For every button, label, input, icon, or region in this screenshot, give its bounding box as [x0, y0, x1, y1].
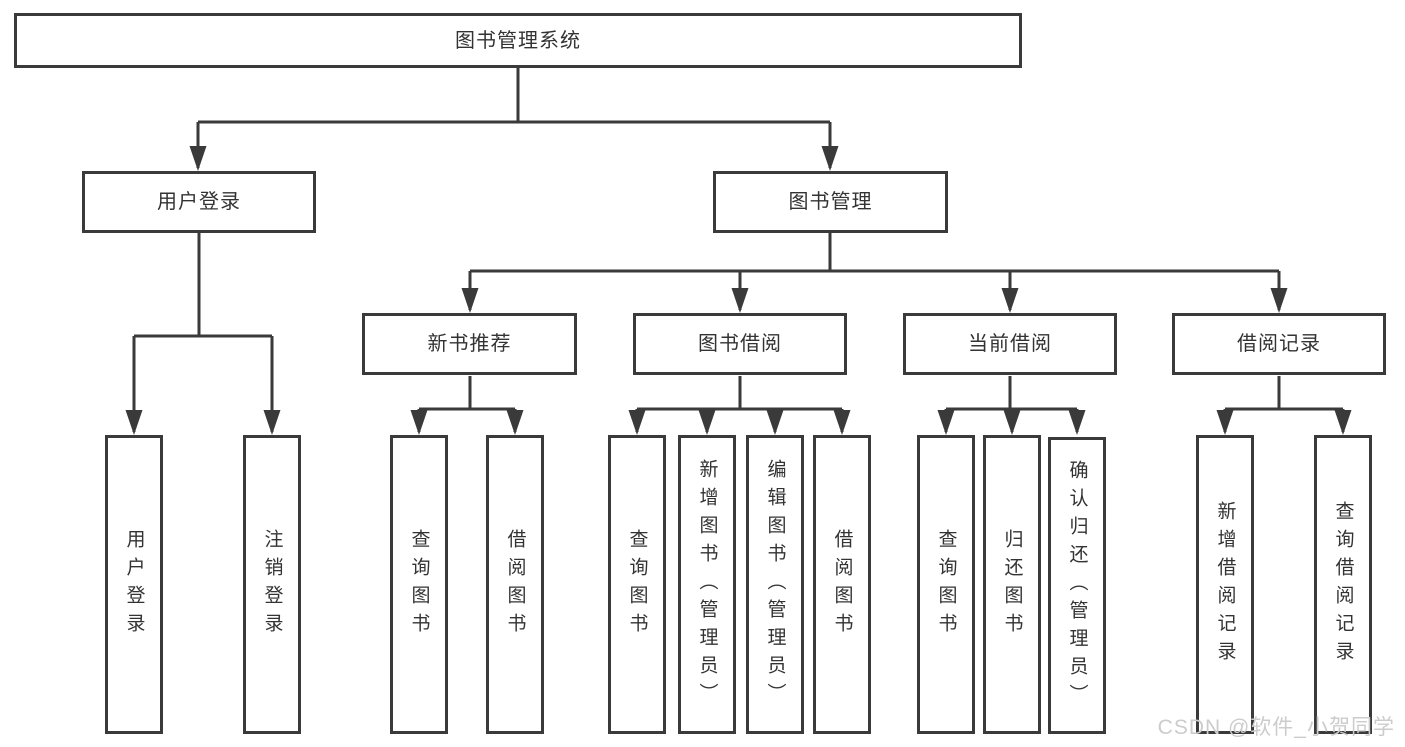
node-current-borrow: 当前借阅	[903, 313, 1117, 375]
node-book-management: 图书管理	[713, 171, 948, 233]
leaf-borrow-query-book: 查询图书	[608, 435, 666, 734]
leaf-user-login: 用户登录	[105, 435, 163, 734]
leaf-add-book-admin: 新增图书（管理员）	[678, 435, 736, 734]
leaf-edit-book-admin: 编辑图书（管理员）	[746, 435, 804, 734]
leaf-borrow-book: 借阅图书	[813, 435, 871, 734]
leaf-recommend-borrow-book: 借阅图书	[486, 435, 544, 734]
leaf-recommend-query-book: 查询图书	[390, 435, 448, 734]
leaf-add-borrow-record: 新增借阅记录	[1196, 435, 1254, 734]
leaf-logout-login: 注销登录	[243, 435, 301, 734]
node-user-login: 用户登录	[82, 171, 316, 233]
csdn-watermark: CSDN @软件_小贺同学	[1157, 716, 1395, 739]
node-library-management-system: 图书管理系统	[14, 13, 1022, 68]
node-borrow-records: 借阅记录	[1172, 313, 1386, 375]
leaf-confirm-return-admin: 确认归还（管理员）	[1048, 437, 1106, 734]
leaf-query-borrow-record: 查询借阅记录	[1314, 435, 1372, 734]
leaf-return-book: 归还图书	[983, 435, 1041, 734]
node-new-book-recommend: 新书推荐	[362, 313, 577, 375]
node-book-borrow: 图书借阅	[633, 313, 847, 375]
leaf-current-query-book: 查询图书	[917, 435, 975, 734]
